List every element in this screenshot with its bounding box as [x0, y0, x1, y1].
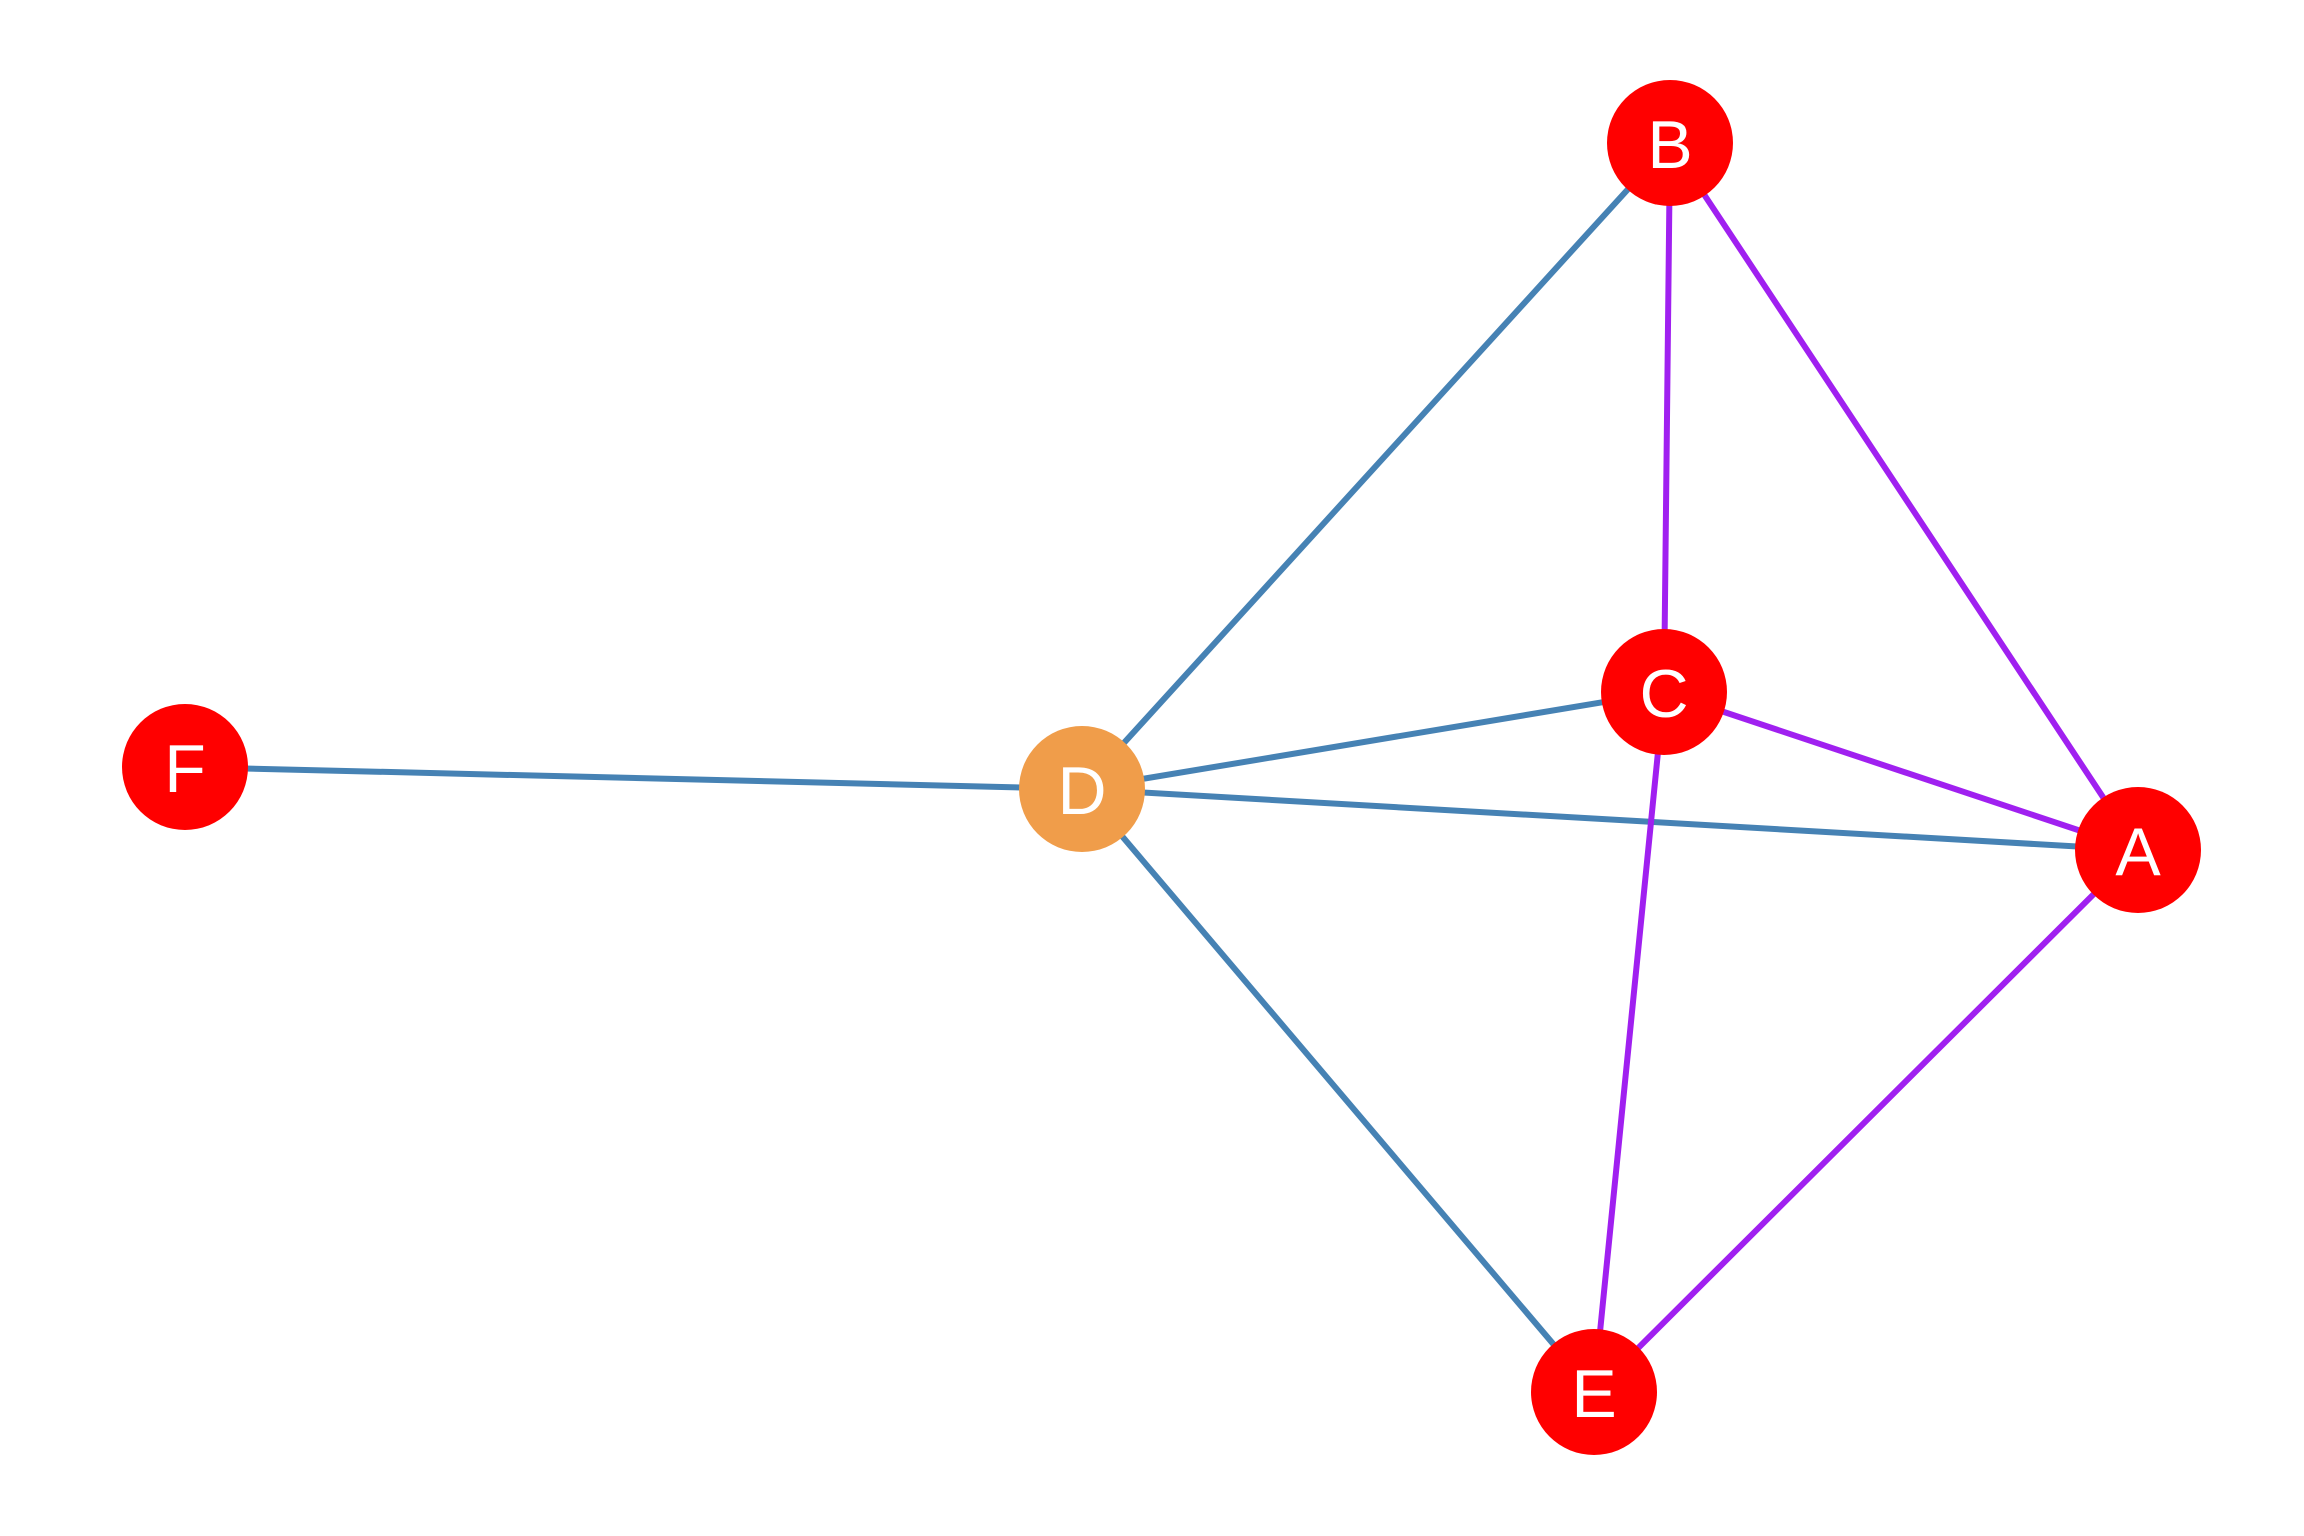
node-label-e: E — [1571, 1356, 1616, 1432]
node-circle-b — [1607, 80, 1733, 206]
nodes-layer: A B C D E F — [122, 80, 2201, 1455]
edge-e-a — [1591, 847, 2141, 1395]
edge-d-a — [1079, 786, 2141, 853]
edge-d-e — [1079, 786, 1597, 1395]
node-label-c: C — [1639, 656, 1688, 732]
node-e: E — [1531, 1329, 1657, 1455]
edge-f-d — [182, 764, 1085, 792]
node-circle-a — [2075, 787, 2201, 913]
edge-d-c — [1079, 689, 1667, 792]
node-label-a: A — [2115, 814, 2161, 890]
node-circle-f — [122, 704, 248, 830]
node-circle-e — [1531, 1329, 1657, 1455]
node-a: A — [2075, 787, 2201, 913]
node-b: B — [1607, 80, 1733, 206]
edge-c-e — [1591, 689, 1667, 1395]
node-label-b: B — [1647, 107, 1692, 183]
node-label-d: D — [1057, 753, 1106, 829]
node-f: F — [122, 704, 248, 830]
node-d: D — [1019, 726, 1145, 852]
edge-b-c — [1661, 140, 1673, 695]
node-circle-d — [1019, 726, 1145, 852]
edge-b-a — [1667, 140, 2141, 853]
edges-layer — [182, 140, 2141, 1395]
edge-d-b — [1079, 140, 1673, 792]
node-c: C — [1601, 629, 1727, 755]
edge-c-a — [1661, 689, 2141, 853]
node-circle-c — [1601, 629, 1727, 755]
node-label-f: F — [164, 731, 206, 807]
